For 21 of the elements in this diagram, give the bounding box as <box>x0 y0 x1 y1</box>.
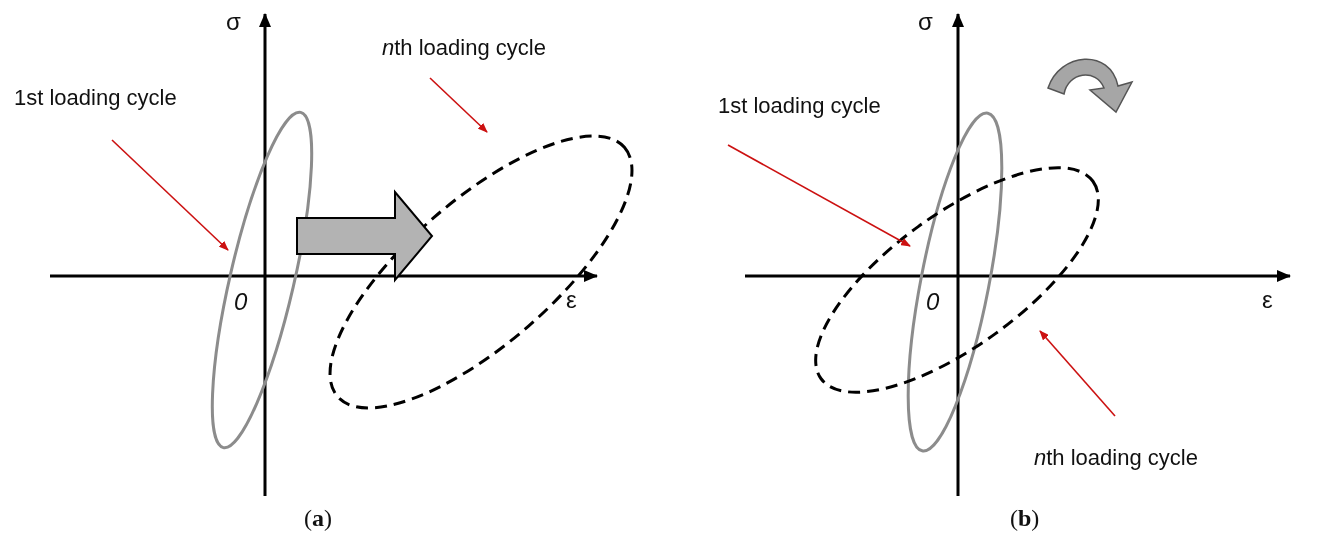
dashed-loop <box>814 166 1100 394</box>
axis-label: ε <box>566 288 577 312</box>
leader-line <box>1039 330 1116 417</box>
block-arrow <box>296 189 434 283</box>
callout-text: 1st loading cycle <box>14 86 177 111</box>
axis-label: σ <box>226 10 241 34</box>
callout-text: 1st loading cycle <box>718 94 881 119</box>
hysteresis-loop <box>210 110 314 450</box>
leader-line <box>111 139 229 251</box>
axis-label: σ <box>918 10 933 34</box>
hysteresis-loop <box>906 111 1004 453</box>
leader-line <box>429 77 488 133</box>
callout-text: nth loading cycle <box>382 36 546 61</box>
origin-label: 0 <box>926 290 940 314</box>
panel-label: (b) <box>1010 506 1040 530</box>
axis-label: ε <box>1262 288 1273 312</box>
dashed-loop <box>328 134 634 410</box>
origin-label: 0 <box>234 290 248 314</box>
leader-line <box>727 144 911 247</box>
callout-text: nth loading cycle <box>1034 446 1198 471</box>
panel-label: (a) <box>304 506 332 530</box>
